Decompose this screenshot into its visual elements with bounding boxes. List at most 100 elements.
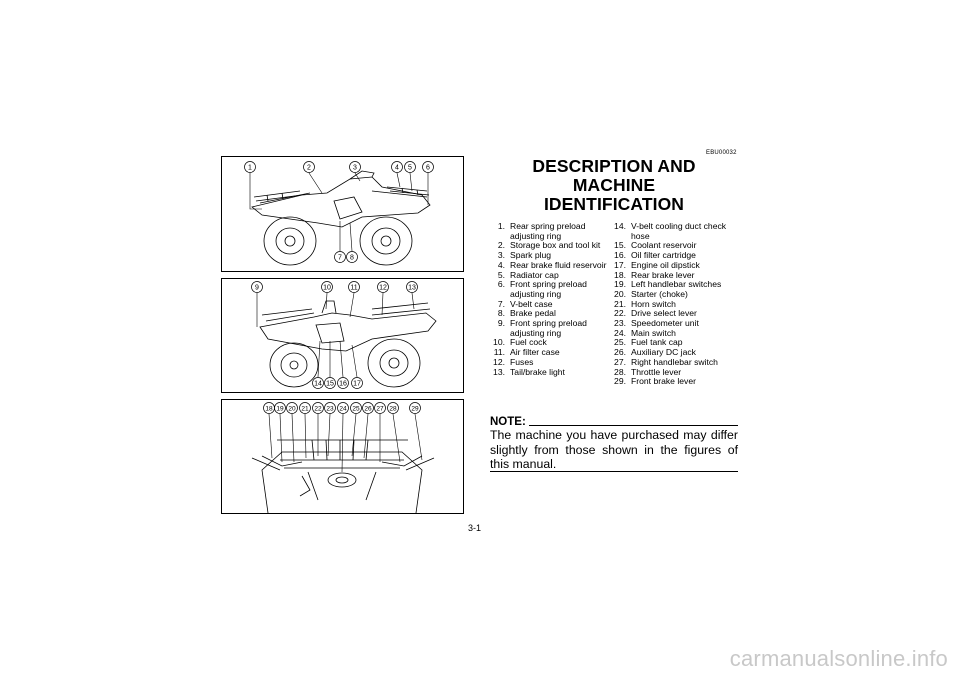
legend-item-text: Fuel cock [510,337,547,348]
callout-27: 27 [376,405,384,412]
legend-item-text: Starter (choke) [631,288,688,299]
legend-item-text: Fuel tank cap [631,337,683,348]
legend-item-number: 18. [614,269,626,280]
legend-item: 27.Right handlebar switch [607,356,743,368]
callout-7: 7 [338,255,342,262]
legend-item: 17. Engine oil dipstick [607,259,743,271]
legend-item: 13.Tail/brake light [486,366,610,378]
callout-16: 16 [339,381,347,388]
legend-item-text: Throttle lever [631,366,682,377]
legend-item-number: 2. [497,240,505,251]
legend-item: 28. Throttle lever [607,366,743,378]
legend-item-number: 29. [614,376,626,387]
legend-item: 21. Horn switch [607,298,743,310]
legend-item: 19. Left handlebar switches [607,280,743,290]
legend-item-number: 20. [614,288,626,299]
legend-item-number: 21. [614,298,626,309]
legend-item: 1. Rear spring preload adjusting ring [486,221,610,241]
legend-item-number: 14. [614,221,626,231]
section-code: EBU00032 [706,150,737,156]
legend-item-number: 6. [497,279,505,290]
legend-item-text: Brake pedal [510,308,556,319]
legend-item: 14. V-belt cooling duct check hose [607,221,743,241]
legend-item: 8. Brake pedal [486,309,610,319]
legend-item-number: 17. [614,259,626,270]
legend-item: 11. Air filter case [486,347,610,358]
legend-item: 4.Rear brake fluid reservoir [486,259,610,271]
legend-item: 5. Radiator cap [486,269,610,281]
legend-item-number: 10. [493,337,505,348]
legend-item-number: 5. [497,269,505,280]
callout-20: 20 [288,405,296,412]
legend-item-text: V-belt cooling duct check hose [631,221,727,241]
callout-26: 26 [364,405,372,412]
callout-6: 6 [426,165,430,172]
callout-8: 8 [350,255,354,262]
legend-item-number: 11. [493,347,505,358]
callout-15: 15 [326,381,334,388]
legend-item: 18.Rear brake lever [607,269,743,281]
legend-item-number: 7. [497,298,505,309]
legend-item-number: 8. [497,308,505,319]
legend-item: 22. Drive select lever [607,309,743,319]
legend-item-text: Oil filter cartridge [631,250,696,261]
note-text: The machine you have purchased may diffe… [490,428,738,471]
legend-item-text: Storage box and tool kit [510,240,601,251]
legend-item-text: Rear brake fluid reservoir [510,259,607,270]
legend-item-number: 25. [614,337,626,348]
page-title: DESCRIPTION AND MACHINE IDENTIFICATION [489,157,739,214]
page-number: 3-1 [468,523,482,533]
callout-17: 17 [353,381,361,388]
legend-item: 2. Storage box and tool kit [486,241,610,251]
legend-item-number: 15. [614,240,626,251]
legend-item-text: Main switch [631,327,676,338]
parts-legend-left: 1. Rear spring preload adjusting ring 2. St… [486,221,610,378]
legend-item-text: Front spring preload adjusting ring [510,318,587,338]
legend-item-text: Engine oil dipstick [631,259,700,270]
callout-19: 19 [276,405,284,412]
legend-item-number: 28. [614,366,626,377]
atv-right-side-drawing: 9 10 11 12 13 14 15 16 17 [251,281,437,389]
legend-item: 16. Oil filter cartridge [607,250,743,261]
legend-item-text: V-belt case [510,298,553,309]
legend-item-text: Rear spring preload adjusting ring [510,221,586,241]
legend-item-text: Air filter case [510,347,560,358]
callout-9: 9 [255,285,259,292]
legend-item-number: 19. [614,279,626,290]
callout-25: 25 [352,405,360,412]
legend-item-text: Fuses [510,356,534,367]
legend-item-number: 22. [614,308,626,319]
legend-item-text: Radiator cap [510,269,559,280]
legend-item: 3.Spark plug [486,250,610,261]
legend-item-number: 16. [614,250,626,261]
callout-18: 18 [265,405,273,412]
legend-item: 29.Front brake lever [607,377,743,387]
legend-item-text: Right handlebar switch [631,356,718,367]
legend-item: 26.Auxiliary DC jack [607,347,743,358]
callout-3: 3 [353,165,357,172]
legend-item-text: Horn switch [631,298,676,309]
legend-item-text: Drive select lever [631,308,697,319]
watermark: carmanualsonline.info [729,646,948,671]
callout-23: 23 [326,405,334,412]
legend-item: 20. Starter (choke) [607,288,743,300]
legend-item-number: 1. [497,221,505,231]
legend-item-number: 13. [493,366,505,377]
callout-24: 24 [339,405,347,412]
figure-right-side-view: 9 10 11 12 13 14 15 16 17 [221,278,464,393]
callout-11: 11 [350,285,357,292]
callout-28: 28 [389,405,397,412]
legend-item-number: 24. [614,327,626,338]
callout-13: 13 [408,285,416,292]
callout-12: 12 [379,285,387,292]
legend-item-text: Front spring preload adjusting ring [510,279,587,299]
callout-14: 14 [314,381,322,388]
legend-item-text: Left handlebar switches [631,279,722,290]
figure-left-side-view: 1 2 3 4 5 6 7 8 [221,156,464,272]
legend-item-number: 9. [497,318,505,329]
callout-4: 4 [395,165,399,172]
legend-item-text: Auxiliary DC jack [631,347,696,358]
legend-item: 24. Main switch [607,327,743,339]
legend-item: 10. Fuel cock [486,338,610,348]
